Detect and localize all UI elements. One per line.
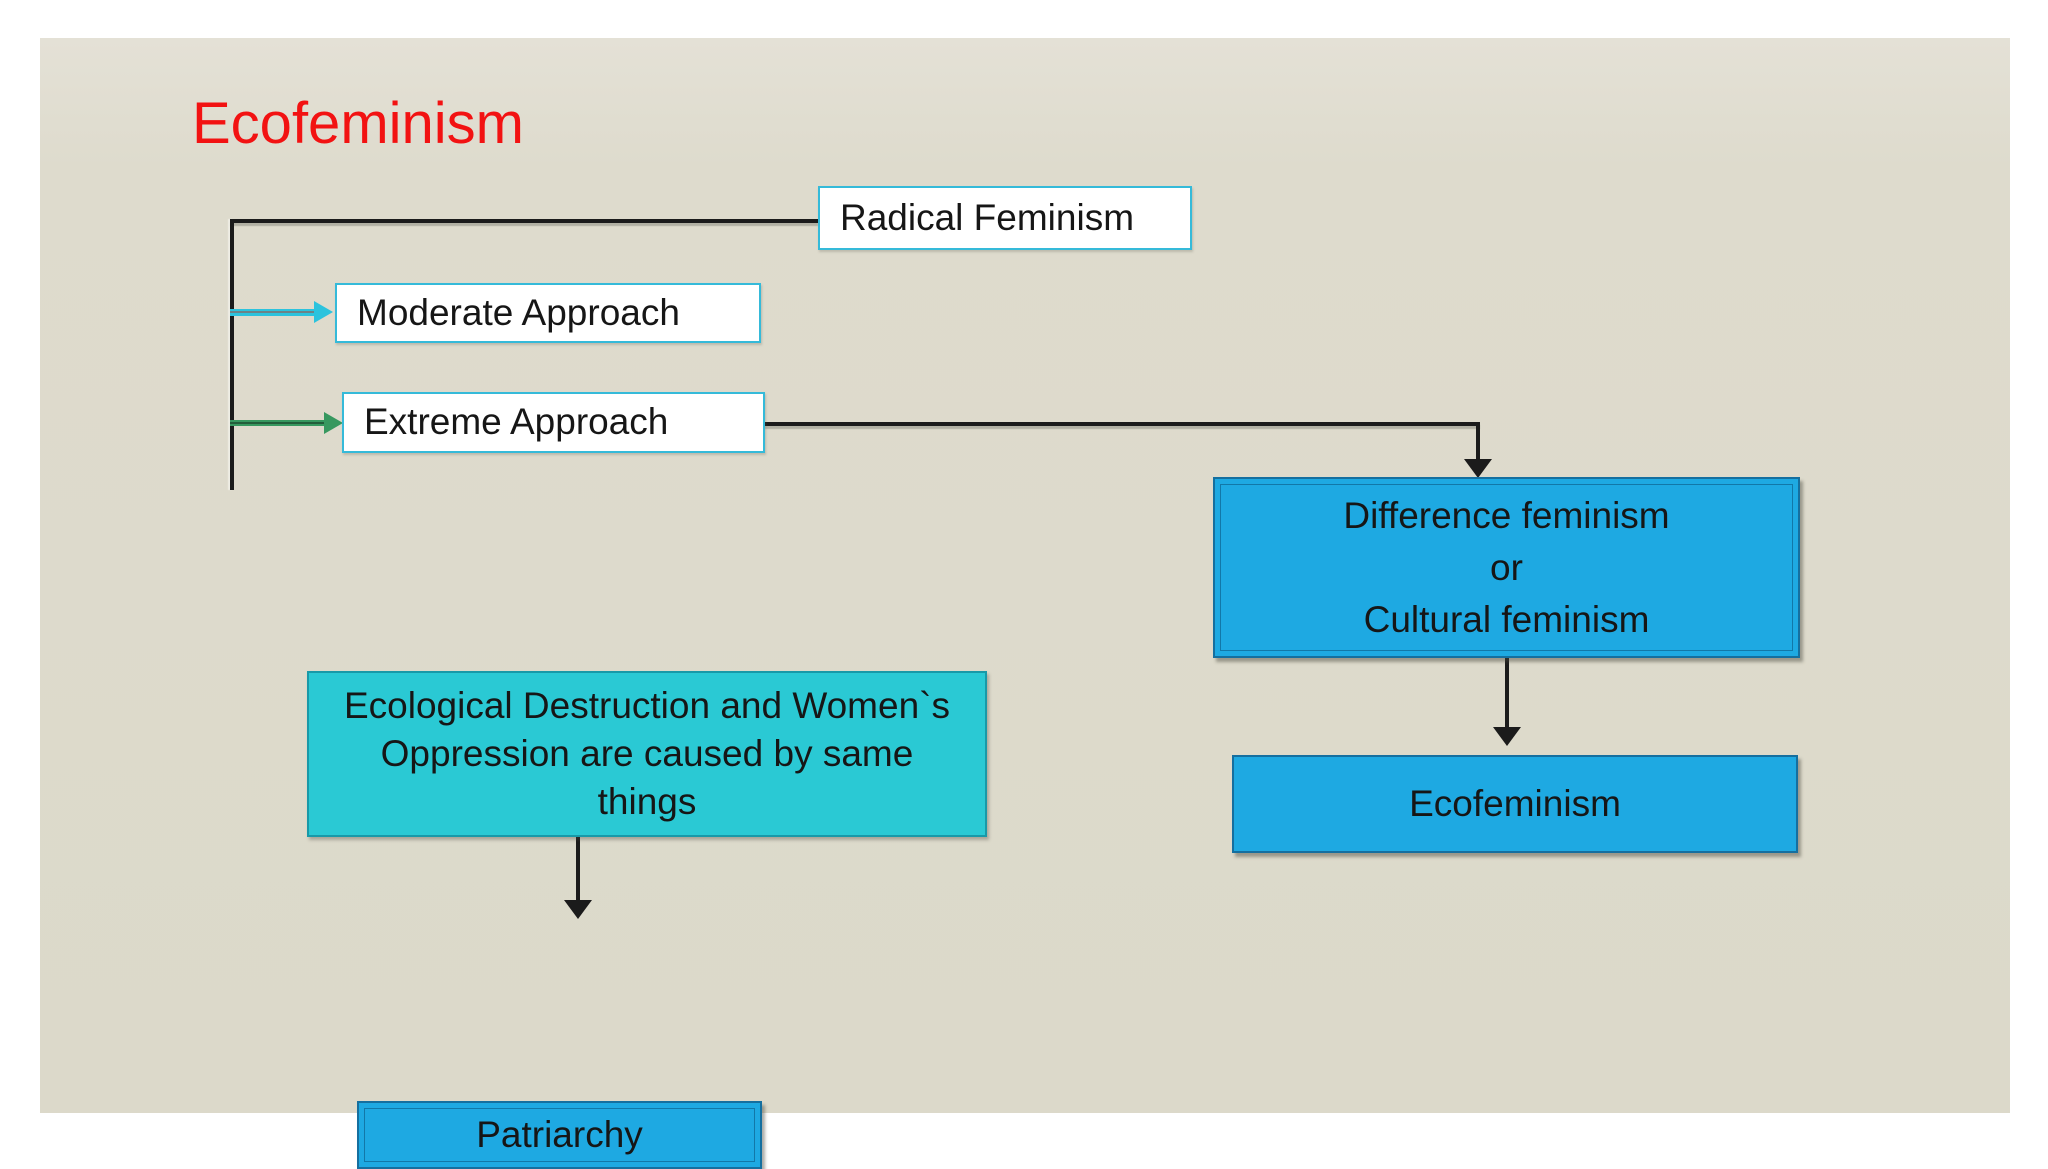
box-ecological-destruction-line2: Oppression are caused by same: [380, 733, 914, 774]
connector-difference-to-ecofeminism-line: [1505, 658, 1509, 727]
box-extreme-approach: Extreme Approach: [342, 392, 765, 453]
connector-extreme-to-difference-line: [765, 422, 1480, 426]
box-ecological-destruction: Ecological Destruction and Women`s Oppre…: [307, 671, 987, 837]
arrowhead-into-ecofeminism-icon: [1493, 727, 1521, 746]
box-difference-feminism-line3: Cultural feminism: [1363, 598, 1650, 640]
box-patriarchy-label: Patriarchy: [476, 1113, 643, 1155]
slide-title: Ecofeminism: [192, 91, 524, 156]
moderate-arrowhead-icon: [314, 301, 333, 323]
box-difference-feminism-line2: or: [1490, 546, 1523, 588]
box-difference-feminism: Difference feminism or Cultural feminism: [1213, 477, 1800, 658]
box-radical-feminism-label: Radical Feminism: [840, 196, 1135, 238]
box-difference-feminism-line1: Difference feminism: [1343, 494, 1670, 536]
box-moderate-approach: Moderate Approach: [335, 283, 761, 343]
moderate-arrow-shaft: [230, 309, 314, 316]
box-radical-feminism: Radical Feminism: [818, 186, 1192, 250]
arrowhead-into-patriarchy-icon: [564, 900, 592, 919]
box-ecological-destruction-line3: things: [597, 781, 697, 822]
connector-elbow-vertical-line: [1476, 422, 1480, 459]
extreme-arrowhead-icon: [324, 412, 343, 434]
box-ecofeminism: Ecofeminism: [1232, 755, 1798, 853]
slide-canvas: Ecofeminism Radical Feminism Moderate Ap…: [40, 38, 2010, 1169]
arrowhead-into-difference-icon: [1464, 459, 1492, 478]
connector-ecological-to-patriarchy-line: [576, 837, 580, 900]
extreme-arrow-shaft: [230, 420, 324, 426]
connector-trunk-vertical-line: [230, 219, 234, 490]
box-extreme-approach-label: Extreme Approach: [364, 401, 669, 443]
connector-trunk-to-radical-line: [230, 219, 818, 223]
box-moderate-approach-label: Moderate Approach: [357, 291, 680, 333]
box-patriarchy: Patriarchy: [357, 1101, 762, 1169]
box-ecological-destruction-line1: Ecological Destruction and Women`s: [344, 685, 950, 726]
box-ecofeminism-label: Ecofeminism: [1409, 782, 1621, 824]
